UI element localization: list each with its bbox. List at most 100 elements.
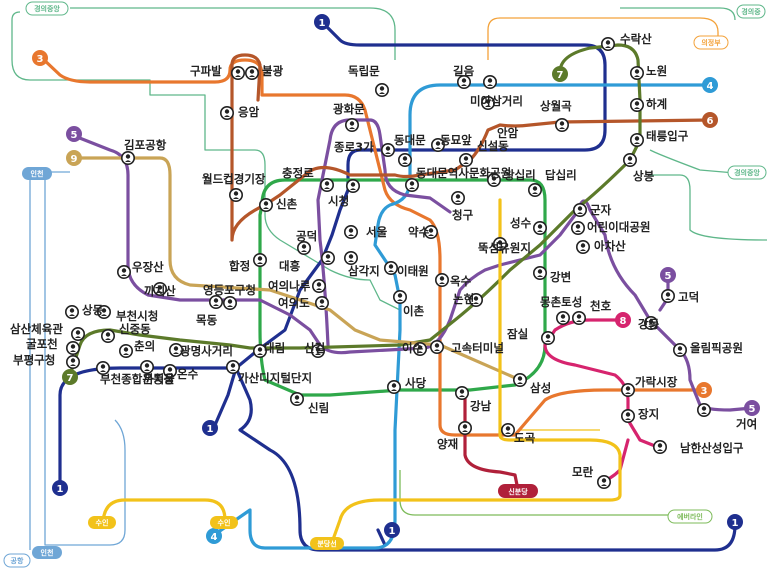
station-label[interactable]: 광화문 xyxy=(333,102,365,116)
station-marker[interactable] xyxy=(600,36,615,51)
station-label[interactable]: 길음 xyxy=(453,64,475,78)
station-label[interactable]: 몽촌토성 xyxy=(540,295,582,309)
station-label[interactable]: 태릉입구 xyxy=(646,129,689,143)
station-marker[interactable] xyxy=(314,295,329,310)
station-marker[interactable] xyxy=(310,343,325,358)
station-marker[interactable] xyxy=(97,304,112,319)
station-marker[interactable] xyxy=(386,379,401,394)
station-label[interactable]: 여의나루 xyxy=(268,279,311,293)
station-label[interactable]: 약수 xyxy=(408,225,430,239)
station-marker[interactable] xyxy=(319,178,334,193)
station-label[interactable]: 이태원 xyxy=(397,264,429,278)
station-label[interactable]: 삼성 xyxy=(530,381,551,395)
station-marker[interactable] xyxy=(397,153,412,168)
station-label[interactable]: 모란 xyxy=(572,465,594,479)
station-label[interactable]: 종로3가 xyxy=(334,140,374,154)
station-label[interactable]: 남한산성입구 xyxy=(680,441,744,455)
station-label[interactable]: 성수 xyxy=(510,216,532,230)
station-label[interactable]: 아차산 xyxy=(594,239,626,253)
station-marker[interactable] xyxy=(374,83,389,98)
station-marker[interactable] xyxy=(96,360,111,375)
station-label[interactable]: 합정 xyxy=(229,259,250,273)
station-label[interactable]: 이촌 xyxy=(403,304,425,318)
station-marker[interactable] xyxy=(404,178,419,193)
station-label[interactable]: 부평구청 xyxy=(13,353,55,367)
station-label[interactable]: 우장산 xyxy=(132,260,164,274)
station-marker[interactable] xyxy=(229,188,244,203)
station-label[interactable]: 안암 xyxy=(497,126,519,140)
station-label[interactable]: 미아삼거리 xyxy=(470,94,523,108)
station-marker[interactable] xyxy=(458,153,473,168)
station-marker[interactable] xyxy=(383,260,398,275)
station-marker[interactable] xyxy=(480,96,495,111)
station-marker[interactable] xyxy=(575,240,590,255)
station-marker[interactable] xyxy=(492,237,507,252)
station-marker[interactable] xyxy=(643,315,658,330)
station-marker[interactable] xyxy=(620,408,635,423)
station-label[interactable]: 사당 xyxy=(405,376,427,390)
station-marker[interactable] xyxy=(169,342,184,357)
station-marker[interactable] xyxy=(345,179,360,194)
station-marker[interactable] xyxy=(258,198,273,213)
station-label[interactable]: 여의도 xyxy=(278,296,310,310)
station-marker[interactable] xyxy=(457,420,472,435)
station-label[interactable]: 구파발 xyxy=(190,64,222,78)
station-marker[interactable] xyxy=(119,343,134,358)
station-marker[interactable] xyxy=(672,342,687,357)
station-label[interactable]: 부천시청 xyxy=(116,309,158,323)
station-label[interactable]: 이수 xyxy=(402,341,424,355)
station-label[interactable]: 청구 xyxy=(452,208,474,222)
station-label[interactable]: 하계 xyxy=(646,97,667,111)
station-label[interactable]: 신설동 xyxy=(477,139,509,153)
station-marker[interactable] xyxy=(434,272,449,287)
station-label[interactable]: 불광 xyxy=(262,64,284,78)
station-marker[interactable] xyxy=(163,363,178,378)
station-label[interactable]: 옥수 xyxy=(450,274,472,288)
station-marker[interactable] xyxy=(532,221,547,236)
station-label[interactable]: 고속터미널 xyxy=(451,341,504,355)
station-marker[interactable] xyxy=(223,295,238,310)
station-marker[interactable] xyxy=(344,118,359,133)
station-label[interactable]: 온수 xyxy=(177,367,199,381)
station-marker[interactable] xyxy=(117,264,132,279)
station-label[interactable]: 노원 xyxy=(646,64,667,78)
station-label[interactable]: 충정로 xyxy=(282,166,314,180)
station-label[interactable]: 강남 xyxy=(470,399,492,413)
station-label[interactable]: 논현 xyxy=(453,292,474,306)
station-marker[interactable] xyxy=(555,310,570,325)
station-marker[interactable] xyxy=(532,265,547,280)
station-marker[interactable] xyxy=(392,289,407,304)
station-label[interactable]: 양재 xyxy=(437,437,458,451)
station-label[interactable]: 동대문역사문화공원 xyxy=(416,166,511,180)
station-label[interactable]: 도곡 xyxy=(514,431,536,445)
station-label[interactable]: 영등포구청 xyxy=(203,283,256,297)
station-marker[interactable] xyxy=(540,330,555,345)
station-marker[interactable] xyxy=(430,138,445,153)
station-label[interactable]: 응암 xyxy=(238,105,260,119)
station-marker[interactable] xyxy=(220,106,235,121)
station-label[interactable]: 까치산 xyxy=(144,284,176,298)
station-label[interactable]: 거여 xyxy=(736,417,757,431)
station-label[interactable]: 독립문 xyxy=(348,64,380,78)
station-marker[interactable] xyxy=(500,422,515,437)
station-marker[interactable] xyxy=(253,253,268,268)
station-marker[interactable] xyxy=(423,225,438,240)
station-label[interactable]: 춘의 xyxy=(134,339,155,353)
station-label[interactable]: 천호 xyxy=(590,299,612,313)
station-label[interactable]: 가락시장 xyxy=(635,375,678,389)
station-label[interactable]: 상동 xyxy=(82,303,104,317)
station-label[interactable]: 시청 xyxy=(328,194,349,208)
station-marker[interactable] xyxy=(482,75,497,90)
station-marker[interactable] xyxy=(66,340,81,355)
station-marker[interactable] xyxy=(629,66,644,81)
station-marker[interactable] xyxy=(454,385,469,400)
station-marker[interactable] xyxy=(153,281,168,296)
station-marker[interactable] xyxy=(622,153,637,168)
station-marker[interactable] xyxy=(320,251,335,266)
station-marker[interactable] xyxy=(468,292,483,307)
station-label[interactable]: 상봉 xyxy=(633,169,655,183)
station-marker[interactable] xyxy=(572,203,587,218)
station-marker[interactable] xyxy=(512,372,527,387)
station-label[interactable]: 공덕 xyxy=(296,229,317,243)
station-label[interactable]: 왕십리 xyxy=(504,168,536,182)
